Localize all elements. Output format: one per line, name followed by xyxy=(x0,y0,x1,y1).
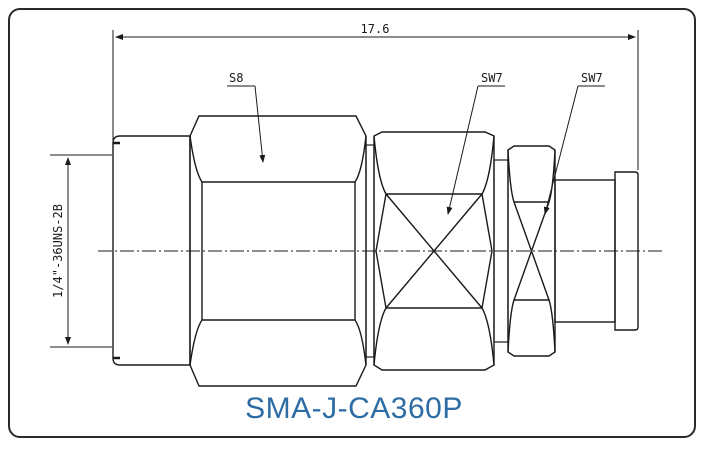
end-flange xyxy=(614,171,639,331)
hex-label-sw7-b: SW7 xyxy=(581,71,603,85)
hex-sw7-a xyxy=(373,131,495,371)
overall-length-label: 17.6 xyxy=(361,22,390,36)
hex-leaders xyxy=(227,85,605,215)
part-number-title: SMA-J-CA360P xyxy=(245,392,463,425)
overall-length-dimension xyxy=(112,30,639,170)
hex-sw7-b xyxy=(507,145,556,357)
hex-nut-s8 xyxy=(189,115,367,387)
drawing-frame xyxy=(8,8,696,438)
thread-dimension xyxy=(50,154,112,348)
hex-label-s8: S8 xyxy=(229,71,243,85)
thread-spec-label: 1/4"-36UNS-2B xyxy=(51,204,65,298)
hex-label-sw7-a: SW7 xyxy=(481,71,503,85)
